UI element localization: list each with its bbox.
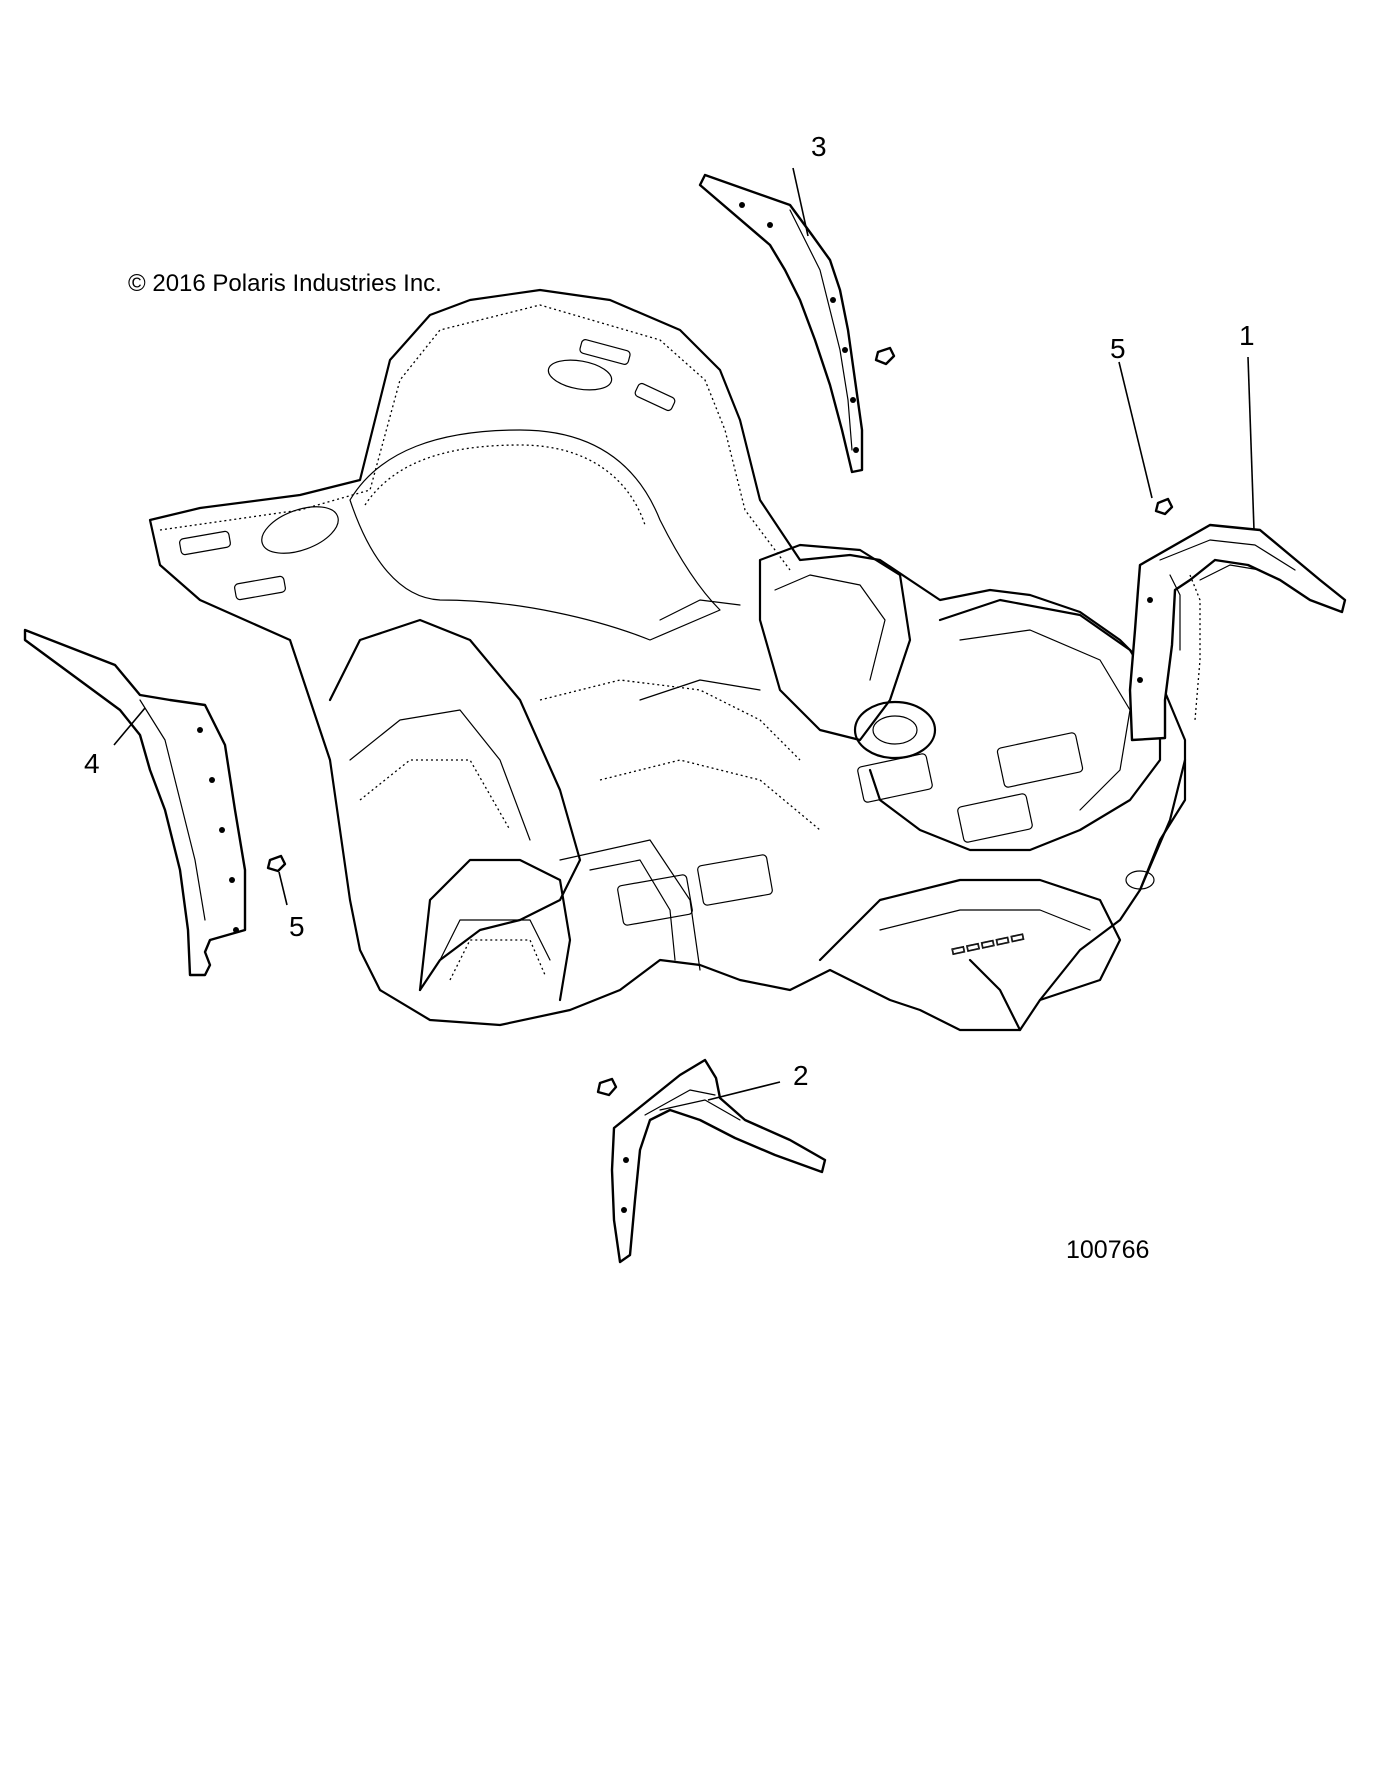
part-2-fender-flare: [610, 1058, 827, 1264]
callout-5a: 5: [1110, 333, 1126, 364]
part-3-fender-flare: [698, 173, 864, 474]
callout-3: 3: [811, 131, 827, 162]
callout-4: 4: [84, 748, 100, 779]
part-1-fender-flare: [1128, 523, 1347, 742]
brand-emboss-icon: ▭▭▭▭▭: [949, 928, 1026, 960]
fastener-clip-icon: [1154, 497, 1174, 516]
figure-id: 100766: [1066, 1236, 1150, 1264]
callout-1: 1: [1239, 320, 1255, 351]
callout-2: 2: [793, 1060, 809, 1091]
fastener-clip-icon: [266, 854, 287, 873]
fastener-clip-icon: [874, 346, 896, 366]
part-4-fender-flare: [23, 628, 247, 977]
callout-5b: 5: [289, 911, 305, 942]
vehicle-body: ▭▭▭▭▭: [148, 288, 1187, 1032]
fastener-clip-icon: [596, 1077, 618, 1097]
copyright-notice: © 2016 Polaris Industries Inc.: [128, 270, 442, 297]
